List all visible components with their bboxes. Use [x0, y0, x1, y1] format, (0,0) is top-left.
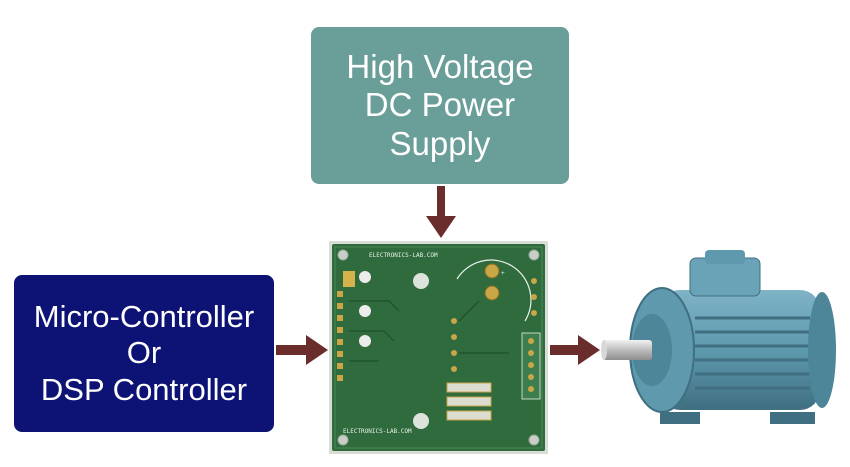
controller-line-3: DSP Controller: [40, 371, 248, 407]
pcb-silkscreen-bottom: ELECTRONICS-LAB.COM: [343, 428, 412, 435]
down-arrow: [426, 186, 456, 238]
power-supply-line-3: Supply: [389, 124, 491, 162]
controller-line-2: Or: [126, 335, 162, 371]
power-supply-line-1: High Voltage: [346, 47, 534, 85]
right-arrow-motor: [550, 335, 600, 365]
controller-line-1: Micro-Controller: [33, 299, 255, 335]
power-supply-line-2: DC Power: [364, 86, 516, 124]
controller-label: Micro-Controller Or DSP Controller: [34, 299, 254, 408]
power-supply-block: High Voltage DC Power Supply: [311, 27, 569, 184]
power-supply-label: High Voltage DC Power Supply: [346, 48, 533, 164]
svg-text:+: +: [501, 270, 505, 277]
controller-block: Micro-Controller Or DSP Controller: [14, 275, 274, 432]
pcb-silkscreen-top: ELECTRONICS-LAB.COM: [369, 252, 438, 259]
right-arrow-controller: [276, 335, 328, 365]
driver-board-image: + ELECTRONICS-LAB.COM ELECTRONICS-LAB.CO…: [329, 241, 548, 454]
motor-image: [601, 250, 836, 424]
